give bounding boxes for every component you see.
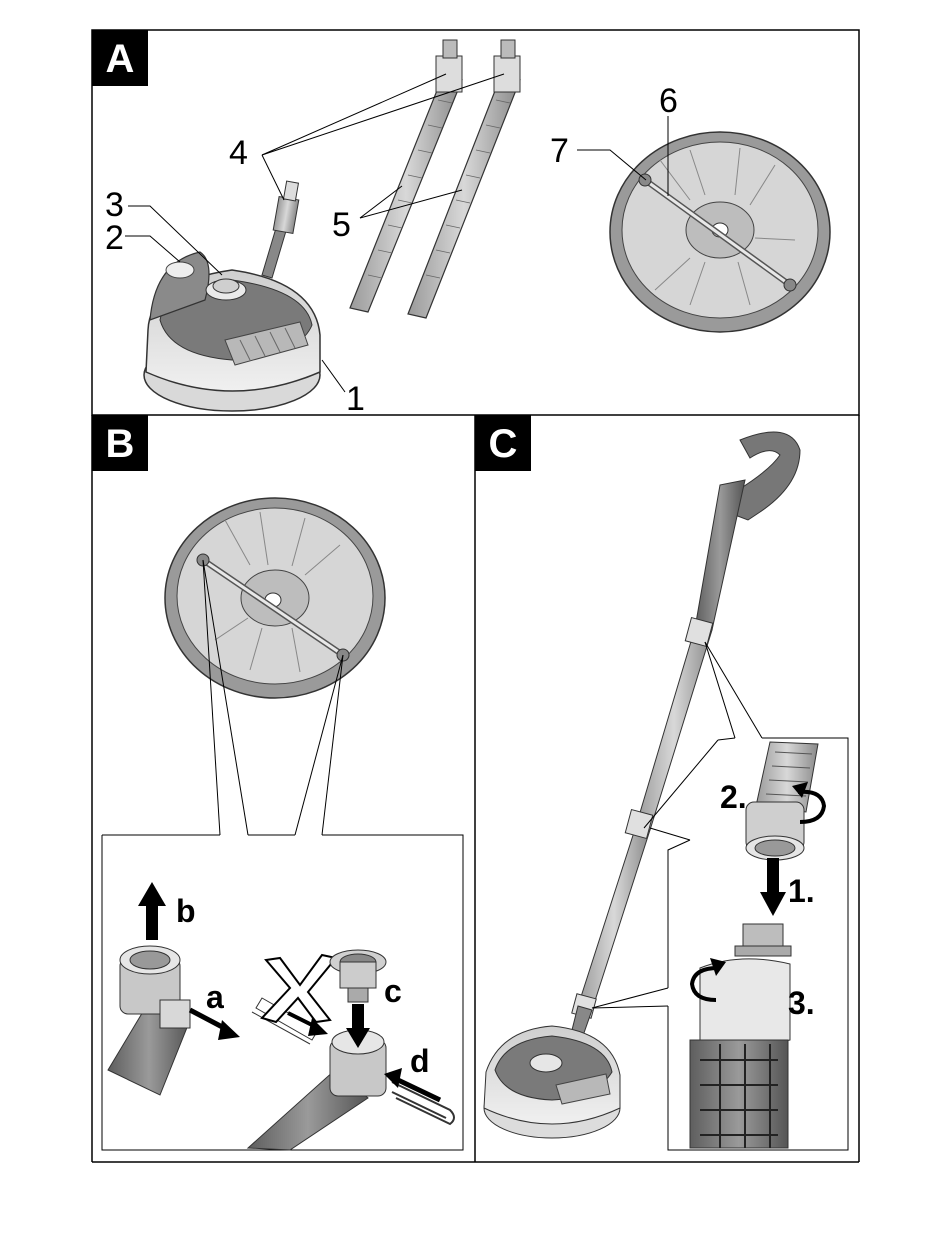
panel-b-letter: B — [106, 422, 135, 466]
cleaner-underside-b-illustration — [165, 498, 385, 698]
panel-c-badge: C — [475, 415, 531, 471]
callout-4: 4 — [229, 134, 248, 172]
arrow-b-up — [138, 882, 166, 940]
surface-cleaner-illustration — [144, 252, 320, 411]
callout-2: 2 — [105, 219, 124, 257]
adapter-illustration — [262, 181, 299, 278]
callout-1: 1 — [346, 380, 365, 418]
extension-tube-1 — [350, 40, 462, 312]
panel-a-badge: A — [92, 30, 148, 86]
panel-c-letter: C — [489, 422, 518, 466]
step-1: 1. — [788, 873, 815, 909]
label-a: a — [206, 979, 224, 1015]
label-b: b — [176, 893, 196, 929]
push-arrow-1 — [760, 858, 786, 916]
nozzle-removal-detail — [108, 946, 190, 1095]
panel-b-badge: B — [92, 415, 148, 471]
callout-5: 5 — [332, 206, 351, 244]
step-2: 2. — [720, 779, 747, 815]
callout-7: 7 — [550, 132, 569, 170]
extension-tube-2 — [408, 40, 520, 318]
cleaner-underside-illustration — [610, 132, 830, 332]
callout-3: 3 — [105, 186, 124, 224]
tube-connection-detail — [690, 742, 818, 1148]
step-3: 3. — [788, 985, 815, 1021]
panel-a-letter: A — [106, 37, 135, 81]
label-c: c — [384, 973, 402, 1009]
label-d: d — [410, 1043, 430, 1079]
callout-6: 6 — [659, 82, 678, 120]
